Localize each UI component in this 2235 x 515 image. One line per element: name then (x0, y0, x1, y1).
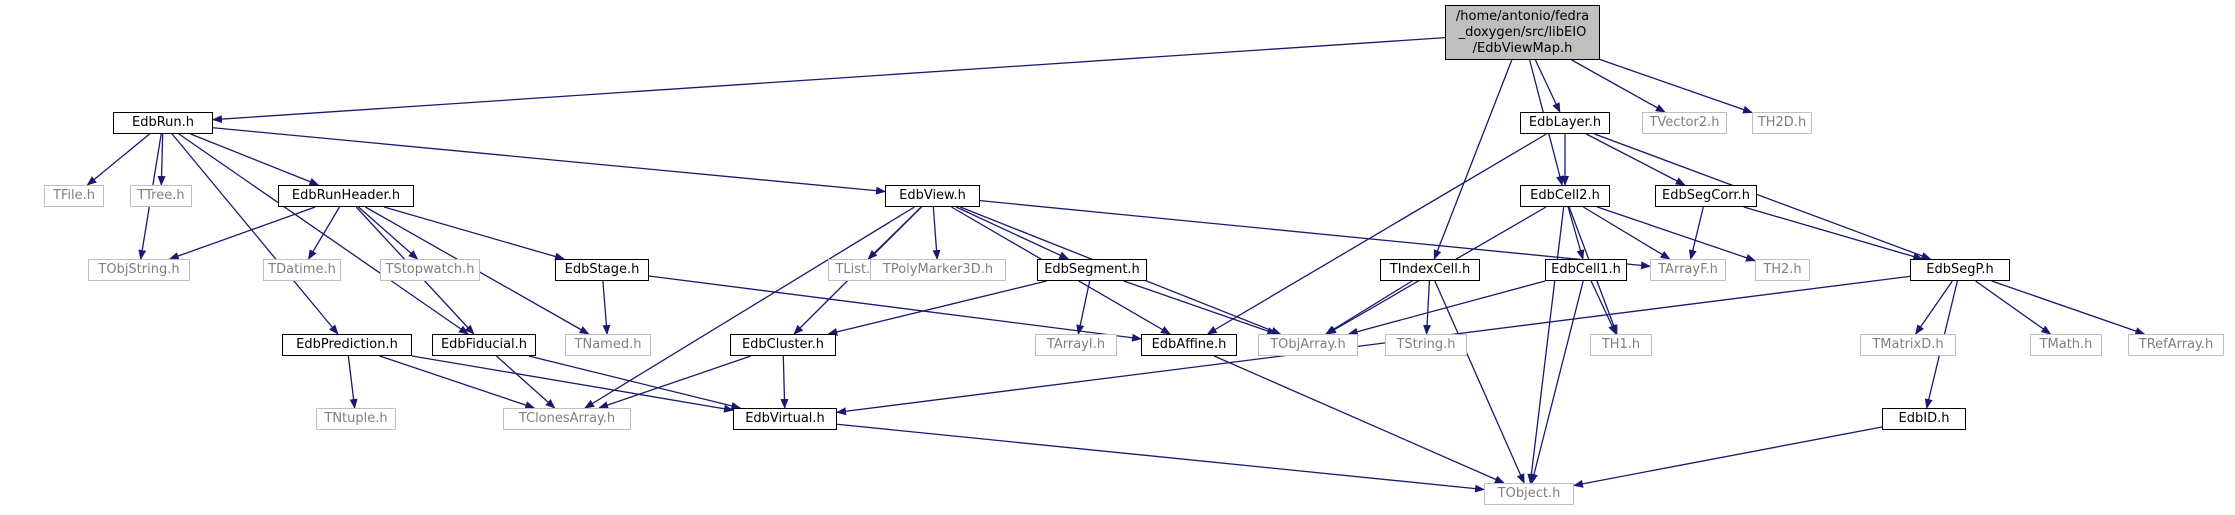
edge-edbvirtual-to-tobject (836, 423, 1485, 493)
edge-edbcluster-to-tclonesarray (598, 355, 752, 409)
edge-edbcell1-to-th1 (1590, 280, 1617, 335)
node-tstopwatch[interactable]: TStopwatch.h (380, 259, 480, 281)
node-th2[interactable]: TH2.h (1755, 259, 1810, 281)
edge-edblayer-to-edbsegp (1594, 133, 1932, 260)
edge-edbsegcorr-to-tarrayf (1688, 206, 1704, 260)
node-edbcell2[interactable]: EdbCell2.h (1520, 185, 1610, 207)
edge-edbrun-to-tfile (86, 133, 151, 186)
edge-edbrun-to-edbrunheader (190, 133, 320, 186)
node-tdatime[interactable]: TDatime.h (263, 259, 341, 281)
node-tindexcell[interactable]: TIndexCell.h (1380, 259, 1480, 281)
node-tstring[interactable]: TString.h (1385, 334, 1467, 356)
node-edbfiducial[interactable]: EdbFiducial.h (432, 334, 536, 356)
edge-edbrun-to-ttree (157, 133, 166, 186)
node-tmath[interactable]: TMath.h (2030, 334, 2102, 356)
edge-edbsegment-to-edbcluster (827, 280, 1047, 336)
node-th2d[interactable]: TH2D.h (1752, 112, 1812, 134)
edge-edbprediction-to-edbvirtual (411, 355, 734, 413)
node-edbid[interactable]: EdbID.h (1882, 408, 1966, 430)
node-edbvirtual[interactable]: EdbVirtual.h (733, 408, 837, 430)
edge-root-to-tindexcell (1433, 59, 1513, 260)
node-edbsegp[interactable]: EdbSegP.h (1910, 259, 2010, 281)
node-root: /home/antonio/fedra _doxygen/src/libEIO … (1445, 5, 1600, 60)
edge-root-to-tvector2 (1571, 59, 1666, 113)
edge-edbstage-to-edbaffine (648, 275, 1142, 342)
node-tmatrixd[interactable]: TMatrixD.h (1860, 334, 1956, 356)
edge-edbcell1-to-tobject (1530, 280, 1584, 484)
node-edbstage[interactable]: EdbStage.h (555, 259, 649, 281)
edge-edbaffine-to-tobject (1213, 355, 1505, 484)
node-edbaffine[interactable]: EdbAffine.h (1141, 334, 1237, 356)
edge-edbview-to-tclonesarray (584, 206, 915, 409)
node-tnamed[interactable]: TNamed.h (565, 334, 651, 356)
edge-tindexcell-to-tobjarray (1325, 280, 1413, 335)
node-edbcell1[interactable]: EdbCell1.h (1545, 259, 1627, 281)
node-th1[interactable]: TH1.h (1590, 334, 1652, 356)
edge-edbcell2-to-th2 (1597, 206, 1756, 262)
edge-root-to-th2d (1599, 58, 1753, 114)
edge-root-to-edbrun (212, 37, 1446, 124)
node-tfile[interactable]: TFile.h (44, 185, 104, 207)
node-tpolymarker3d[interactable]: TPolyMarker3D.h (870, 259, 1006, 281)
node-edbsegcorr[interactable]: EdbSegCorr.h (1655, 185, 1757, 207)
edge-edbcluster-to-edbvirtual (780, 355, 789, 409)
edge-edbcell1-to-tobjarray (1347, 280, 1546, 336)
node-ttree[interactable]: TTree.h (130, 185, 192, 207)
edge-edbrunheader-to-tdatime (307, 206, 341, 260)
node-edbsegment[interactable]: EdbSegment.h (1037, 259, 1147, 281)
node-tobjarray[interactable]: TObjArray.h (1258, 334, 1358, 356)
node-edbrunheader[interactable]: EdbRunHeader.h (278, 185, 414, 207)
edge-edbid-to-tobject (1573, 426, 1883, 488)
edge-edbprediction-to-tntuple (347, 355, 358, 409)
edge-edbcell2-to-tarrayf (1582, 206, 1671, 260)
edge-edbfiducial-to-tclonesarray (495, 355, 556, 409)
node-edbview[interactable]: EdbView.h (885, 185, 980, 207)
node-tarrayi[interactable]: TArrayI.h (1035, 334, 1117, 356)
node-edbprediction[interactable]: EdbPrediction.h (282, 334, 412, 356)
node-edblayer[interactable]: EdbLayer.h (1520, 112, 1610, 134)
edge-edbrunheader-to-tstopwatch (358, 206, 419, 260)
edge-edbsegcorr-to-edbsegp (1743, 206, 1924, 261)
edge-edbprediction-to-tclonesarray (379, 355, 536, 409)
edge-edbfiducial-to-edbvirtual (528, 355, 742, 410)
edge-edbsegment-to-tarrayi (1076, 280, 1091, 335)
edge-edbstage-to-tnamed (602, 280, 611, 335)
edge-tindexcell-to-tstring (1423, 280, 1432, 335)
edge-edbsegp-to-tmath (1975, 280, 2052, 335)
edge-edblayer-to-edbaffine (1206, 133, 1547, 335)
edge-edbview-to-edbsegment (955, 206, 1070, 260)
node-tvector2[interactable]: TVector2.h (1642, 112, 1727, 134)
edge-root-to-edblayer (1534, 59, 1561, 113)
edge-edbview-to-tpolymarker3d (932, 206, 941, 260)
edge-edbsegp-to-edbvirtual (836, 275, 1911, 416)
edge-tindexcell-to-tobject (1434, 280, 1525, 484)
node-tarrayf[interactable]: TArrayF.h (1650, 259, 1726, 281)
node-tobjstring[interactable]: TObjString.h (88, 259, 190, 281)
edge-edbrunheader-to-tobjstring (168, 206, 316, 260)
node-tntuple[interactable]: TNtuple.h (316, 408, 396, 430)
edge-edblayer-to-edbsegcorr (1585, 133, 1686, 186)
node-edbcluster[interactable]: EdbCluster.h (730, 334, 836, 356)
edge-edbcell2-to-edbcell1 (1567, 206, 1585, 260)
node-tobject[interactable]: TObject.h (1484, 483, 1574, 505)
node-edbrun[interactable]: EdbRun.h (113, 112, 213, 134)
node-tclonesarray[interactable]: TClonesArray.h (503, 408, 631, 430)
edge-edbrunheader-to-edbstage (383, 206, 565, 261)
node-trefarray[interactable]: TRefArray.h (2128, 334, 2224, 356)
edge-edbsegment-to-tobjarray (1123, 280, 1278, 335)
edge-edbrun-to-edbprediction (171, 133, 339, 335)
edge-edbcell2-to-tobject (1527, 206, 1565, 484)
edge-edbsegp-to-trefarray (1991, 280, 2146, 335)
edge-edbrun-to-edbview (212, 127, 886, 195)
edge-edbview-to-tarrayf (979, 200, 1651, 270)
edge-edbsegp-to-tmatrixd (1915, 280, 1953, 335)
